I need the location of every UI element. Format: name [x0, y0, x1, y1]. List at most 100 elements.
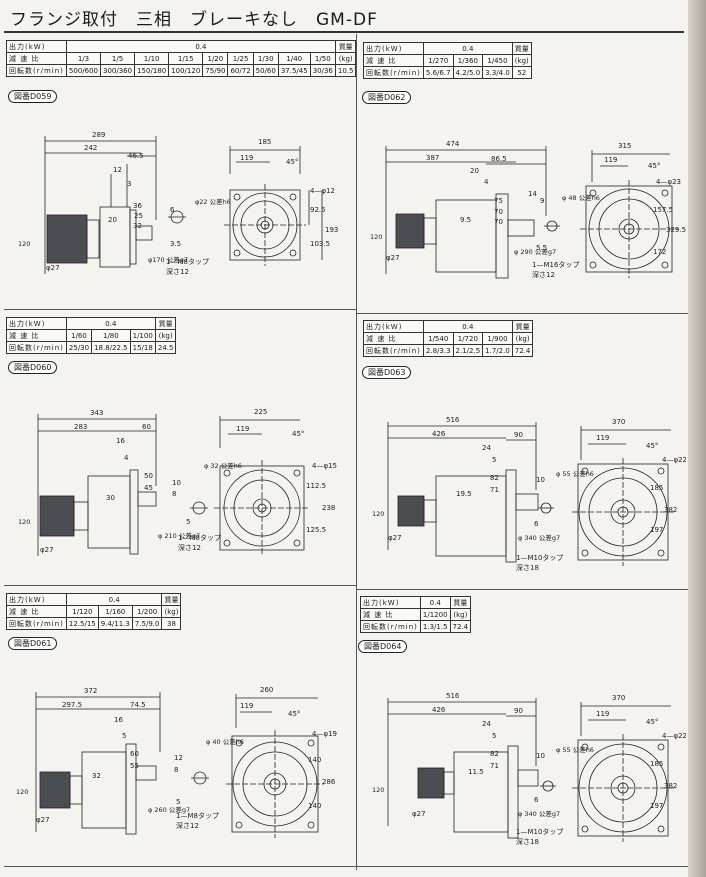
- dim-426: 426: [432, 706, 446, 714]
- dim-16: 16: [114, 716, 123, 724]
- spec-table-d060: 出力(kW) 0.4 質量 減 速 比 1/60 1/80 1/100 (kg)…: [6, 317, 177, 354]
- speed-cell: 18.8/22.5: [91, 341, 131, 354]
- table-row: 減 速 比 1/3 1/5 1/10 1/15 1/20 1/25 1/30 1…: [6, 52, 357, 65]
- dim-flange-dia: φ 210 公差g7: [158, 531, 200, 540]
- table-row: 出力(kW) 0.4 質量: [6, 593, 182, 606]
- dim-20: 20: [108, 216, 117, 224]
- table-row: 出力(kW) 0.4 質量: [6, 40, 357, 53]
- table-row: 減 速 比 1/540 1/720 1/900 (kg): [363, 332, 534, 345]
- dim-depth: 深さ12: [166, 267, 189, 276]
- table-row: 減 速 比 1/1200 (kg): [360, 608, 472, 621]
- row-divider-left-2: [4, 585, 356, 586]
- row-label-speed: 回転数(r/min): [6, 64, 67, 77]
- dim-370: 370: [612, 694, 625, 702]
- dim-242: 242: [84, 144, 97, 152]
- dim-hole: 4—φ22: [662, 456, 686, 464]
- ratio-cell: 1/10: [134, 52, 170, 65]
- dim-angle: 45°: [646, 718, 658, 726]
- dim-185: 185: [650, 484, 663, 492]
- row-label-speed: 回転数(r/min): [6, 341, 67, 354]
- dim-hole: 4—φ12: [310, 187, 335, 195]
- speed-cell: 1.3/1.5: [419, 620, 451, 633]
- drawing-number-badge: 図番D060: [8, 361, 58, 374]
- mass-unit: (kg): [511, 332, 534, 345]
- mass-unit: (kg): [161, 605, 182, 618]
- ratio-cell: 1/100: [129, 329, 156, 342]
- dim-10: 10: [172, 479, 181, 487]
- dim-140b: 140: [308, 802, 321, 810]
- ratio-cell: 1/1200: [419, 608, 451, 621]
- dim-46-5: 46.5: [128, 152, 144, 160]
- mass-unit: (kg): [154, 329, 177, 342]
- power-value: 0.4: [422, 320, 513, 333]
- dim-shaft-dia: φ 55 公差h6: [556, 745, 594, 754]
- power-value: 0.4: [65, 317, 156, 330]
- dim-phi27: φ27: [40, 546, 54, 554]
- dim-45: 45: [144, 484, 153, 492]
- speed-cell: 37.5/45: [277, 64, 311, 77]
- dim-depth: 深さ18: [516, 563, 539, 572]
- speed-cell: 5.6/6.7: [422, 66, 454, 79]
- dim-372: 372: [84, 687, 97, 695]
- row-label-speed: 回転数(r/min): [6, 617, 67, 630]
- dim-516: 516: [446, 692, 460, 700]
- dim-315: 315: [618, 142, 631, 150]
- ratio-cell: 1/25: [227, 52, 254, 65]
- bottom-rule: [4, 866, 688, 867]
- dim-238: 238: [322, 504, 335, 512]
- dim-120: 120: [372, 786, 384, 794]
- row-label-output: 出力(kW): [6, 593, 67, 606]
- dim-370: 370: [612, 418, 625, 426]
- dim-shaft-dia: φ 40 公差h6: [206, 737, 244, 746]
- table-row: 回転数(r/min) 25/30 18.8/22.5 15/18 24.5: [6, 341, 177, 354]
- dim-phi27: φ27: [36, 816, 50, 824]
- ratio-cell: 1/15: [168, 52, 204, 65]
- dim-angle: 45°: [648, 162, 660, 170]
- dim-55: 55: [130, 762, 139, 770]
- mass-value: 72.4: [511, 344, 534, 357]
- dim-6: 6: [534, 520, 539, 528]
- row-label-output: 出力(kW): [363, 42, 424, 55]
- spec-table-d062: 出力(kW) 0.4 質量 減 速 比 1/270 1/360 1/450 (k…: [363, 42, 532, 79]
- power-value: 0.4: [65, 40, 336, 53]
- row-divider-right-1: [356, 313, 688, 314]
- dim-75: 75: [494, 197, 503, 205]
- dim-5: 5: [186, 518, 190, 526]
- dim-30: 30: [106, 494, 115, 502]
- dim-119: 119: [236, 425, 249, 433]
- ratio-cell: 1/200: [131, 605, 163, 618]
- spec-table-d063: 出力(kW) 0.4 質量 減 速 比 1/540 1/720 1/900 (k…: [363, 320, 534, 357]
- row-label-output: 出力(kW): [363, 320, 424, 333]
- dim-5: 5: [122, 732, 126, 740]
- speed-cell: 15/18: [129, 341, 156, 354]
- dim-shaft-dia: φ22 公差h6: [195, 197, 231, 206]
- drawing-number-badge: 図番D062: [362, 91, 412, 104]
- dim-260: 260: [260, 686, 273, 694]
- dim-24: 24: [482, 720, 491, 728]
- speed-cell: 7.5/9.0: [131, 617, 163, 630]
- dim-60: 60: [142, 423, 151, 431]
- drawing-d062: 474 387 86.5 315 119 45° 4—φ23 20 4 75 7…: [370, 140, 686, 279]
- row-label-speed: 回転数(r/min): [363, 66, 424, 79]
- table-row: 減 速 比 1/120 1/160 1/200 (kg): [6, 605, 182, 618]
- spec-table-d064: 出力(kW) 0.4 質量 減 速 比 1/1200 (kg) 回転数(r/mi…: [360, 596, 472, 633]
- title-rule: [4, 31, 684, 33]
- dim-120: 120: [18, 518, 30, 526]
- dim-phi27: φ27: [386, 254, 400, 262]
- dim-flange-dia: φ170 公差g7: [148, 255, 188, 264]
- ratio-cell: 1/450: [482, 54, 513, 67]
- dim-depth: 深さ12: [178, 543, 201, 552]
- dim-hole: 4—φ23: [656, 178, 681, 186]
- dim-90: 90: [514, 707, 523, 715]
- speed-cell: 30/36: [309, 64, 336, 77]
- dim-9-5: 9.5: [460, 216, 471, 224]
- dim-12: 12: [113, 166, 122, 174]
- dim-86-5: 86.5: [491, 155, 507, 163]
- dim-tap: 1—M16タップ: [532, 260, 579, 269]
- dim-angle: 45°: [288, 710, 300, 718]
- dim-flange-dia: φ 290 公差g7: [514, 247, 556, 256]
- ratio-cell: 1/30: [252, 52, 279, 65]
- speed-cell: 2.1/2.5: [452, 344, 484, 357]
- mass-value: 24.5: [154, 341, 177, 354]
- dim-5-5: 5.5: [536, 244, 547, 252]
